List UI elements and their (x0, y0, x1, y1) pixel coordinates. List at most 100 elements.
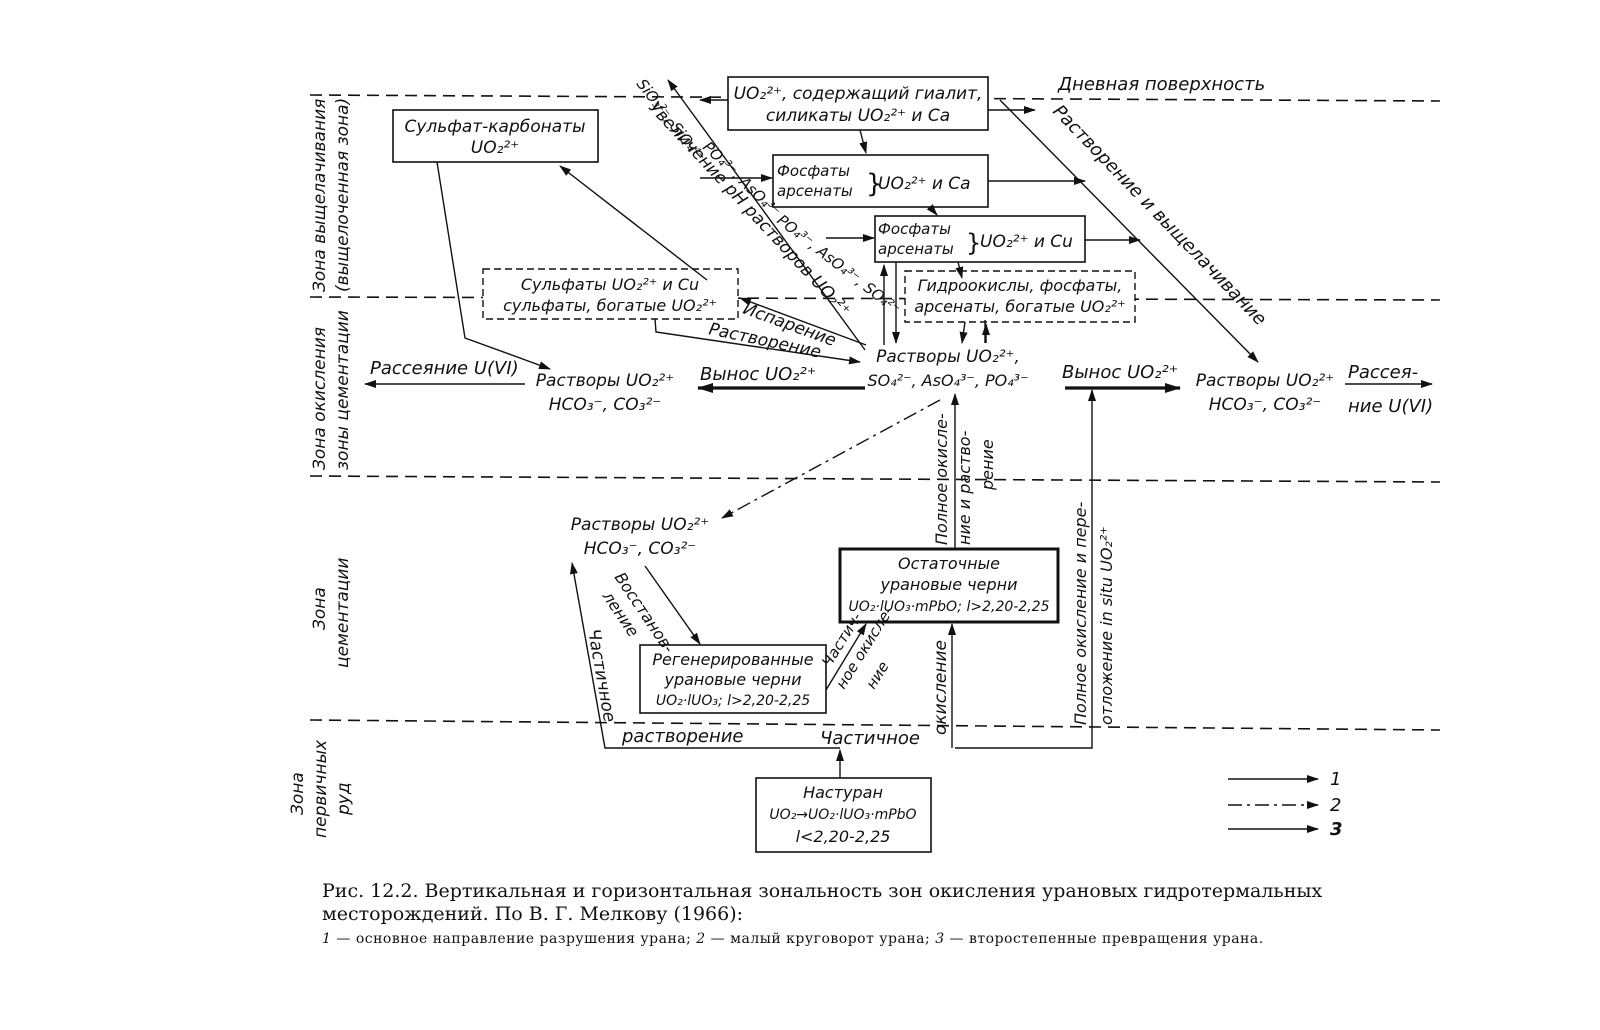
arrow-center-to-sulfates-cu (739, 297, 867, 346)
legend-label-1: 1 (1330, 769, 1341, 790)
zone-leaching-label: Зона выщелачивания (310, 99, 330, 292)
arrows (364, 79, 1433, 778)
cementation-primary-boundary (309, 719, 1441, 731)
box-regenerated-blacks: Регенерированные урановые черни UO₂·lUO₃… (639, 644, 827, 714)
label-dispersion-right-2: ние U(VI) (1348, 396, 1433, 417)
solutions-left-line-1: Растворы UO₂²⁺ (536, 371, 674, 391)
label-removal-right: Вынос UO₂²⁺ (1062, 362, 1178, 383)
label-redeposition-1: Полное окисление и пере- (1071, 501, 1090, 725)
box-sulfate-carbonates: Сульфат-карбонаты UO₂²⁺ (392, 109, 599, 163)
leaching-oxidation-boundary (309, 296, 1441, 301)
svg-text:}: } (866, 169, 883, 199)
box-sulfates-cu-line-2: сульфаты, богатые UO₂²⁺ (503, 296, 717, 315)
box-nasturan-line-2: UO₂→UO₂·lUO₃·mPbO (769, 807, 916, 823)
label-redeposition-2: отложение in situ UO₂²⁺ (1097, 526, 1116, 725)
label-dissolution-bottom: растворение (621, 726, 744, 747)
box-phosphates-ca: Фосфаты арсенаты } UO₂²⁺ и Ca (772, 154, 989, 208)
box-regenerated-blacks-line-2: урановые черни (664, 670, 802, 689)
caption-legend: 1 — основное направление разрушения уран… (322, 930, 1442, 948)
label-removal-left: Вынос UO₂²⁺ (700, 364, 816, 385)
solutions-cementation-line-1: Растворы UO₂²⁺ (571, 515, 709, 535)
caption-legend-2-text: — малый круговорот урана; (705, 931, 936, 947)
box-phosphates-cu: Фосфаты арсенаты } UO₂²⁺ и Cu (874, 215, 1086, 263)
zone-boundaries (309, 94, 1441, 731)
label-oxidation: окисление (931, 640, 951, 735)
legend: 1 2 3 (1228, 769, 1343, 840)
arrow-partial-dissolution (569, 562, 840, 749)
box-phosphates-cu-right: UO₂²⁺ и Cu (980, 232, 1073, 252)
surface-line (309, 94, 1441, 102)
box-residual-blacks-line-3: UO₂·lUO₃·mPbO; l>2,20-2,25 (849, 599, 1050, 615)
caption-legend-1-num: 1 (322, 931, 332, 947)
zone-primary-label-2: первичных (311, 739, 331, 838)
caption-legend-2-num: 2 (696, 931, 706, 947)
zone-labels: Зона выщелачивания (выщелоченная зона) З… (288, 98, 354, 838)
solutions-center: Растворы UO₂²⁺, SO₄²⁻, AsO₄³⁻, PO₄³⁻ (867, 347, 1028, 390)
arrow-partial-oxidation (825, 623, 867, 691)
box-nasturan-line-1: Настуран (803, 783, 883, 802)
label-dispersion-left: Рассеяние U(VI) (370, 358, 519, 379)
box-nasturan: Настуран UO₂→UO₂·lUO₃·mPbO l<2,20-2,25 (755, 777, 932, 853)
label-full-ox-1: Полное окисле- (932, 413, 951, 545)
arrow-dissolution-leaching (999, 99, 1259, 363)
box-sulfates-cu-line-1: Сульфаты UO₂²⁺ и Cu (521, 275, 699, 294)
zone-cementation-label-2: цементации (333, 558, 353, 668)
box-regenerated-blacks-line-1: Регенерированные (652, 650, 813, 669)
arrow-reduction (644, 565, 701, 645)
solutions-center-line-2: SO₄²⁻, AsO₄³⁻, PO₄³⁻ (867, 371, 1028, 390)
zone-leaching-sub-label: (выщелоченная зона) (333, 98, 353, 292)
box-residual-blacks: Остаточные урановые черни UO₂·lUO₃·mPbO;… (838, 547, 1060, 624)
box-hydroxides: Гидроокислы, фосфаты, арсенаты, богатые … (904, 270, 1136, 323)
zone-oxidation-sub-label: зоны цементации (333, 310, 353, 470)
label-full-ox-2: ние и раство- (955, 430, 974, 545)
caption-main: Рис. 12.2. Вертикальная и горизонтальная… (322, 880, 1323, 925)
label-dispersion-right-1: Рассея- (1348, 362, 1418, 383)
oxidation-cementation-boundary (309, 475, 1441, 483)
box-hydroxides-line-1: Гидроокислы, фосфаты, (918, 276, 1123, 295)
legend-label-2: 2 (1330, 795, 1341, 816)
solutions-right: Растворы UO₂²⁺ HCO₃⁻, CO₃²⁻ (1196, 371, 1334, 415)
box-phosphates-ca-left-2: арсенаты (777, 182, 853, 200)
label-partial-bottom: Частичное (820, 728, 920, 749)
box-hyalite-line-2: силикаты UO₂²⁺ и Ca (766, 106, 950, 126)
legend-label-3: 3 (1330, 819, 1343, 840)
box-phosphates-cu-left-2: арсенаты (878, 240, 954, 258)
solutions-left-line-2: HCO₃⁻, CO₃²⁻ (549, 395, 661, 415)
box-phosphates-ca-left-1: Фосфаты (777, 162, 850, 180)
arrow-sulfate-carbonates-to-left-solutions (436, 161, 551, 370)
zone-cementation-label-1: Зона (310, 587, 330, 630)
box-residual-blacks-line-2: урановые черни (880, 575, 1018, 594)
box-residual-blacks-line-1: Остаточные (898, 554, 1000, 573)
solutions-cementation-line-2: HCO₃⁻, CO₃²⁻ (584, 539, 696, 559)
box-phosphates-ca-right: UO₂²⁺ и Ca (878, 174, 971, 194)
uranium-zoning-diagram: Зона выщелачивания (выщелоченная зона) З… (288, 74, 1441, 853)
arrow-bottom-right-hook (955, 720, 1093, 749)
box-sulfate-carbonates-line-1: Сульфат-карбонаты (404, 117, 585, 137)
solutions-center-line-1: Растворы UO₂²⁺, (876, 347, 1020, 367)
label-partial-left: Частичное (583, 627, 619, 723)
solutions-right-line-1: Растворы UO₂²⁺ (1196, 371, 1334, 391)
arrow-hydroxides-center-1 (959, 321, 968, 344)
box-nasturan-line-3: l<2,20-2,25 (796, 827, 891, 846)
box-regenerated-blacks-line-3: UO₂·lUO₃; l>2,20-2,25 (656, 693, 810, 709)
zone-primary-label-1: Зона (288, 772, 308, 815)
svg-text:}: } (966, 229, 981, 257)
box-phosphates-cu-left-1: Фосфаты (878, 220, 951, 238)
label-full-ox-3: рение (978, 439, 997, 491)
solutions-cementation: Растворы UO₂²⁺ HCO₃⁻, CO₃²⁻ (571, 515, 709, 559)
surface-label: Дневная поверхность (1057, 74, 1265, 95)
solutions-left: Растворы UO₂²⁺ HCO₃⁻, CO₃²⁻ (536, 371, 674, 415)
box-sulfate-carbonates-line-2: UO₂²⁺ (471, 138, 519, 158)
arrow-phosphates-ca-to-cu (926, 204, 938, 216)
box-hyalite: UO₂²⁺, содержащий гиалит, силикаты UO₂²⁺… (727, 76, 989, 131)
box-hyalite-line-1: UO₂²⁺, содержащий гиалит, (734, 84, 983, 104)
caption-legend-3-num: 3 (935, 931, 945, 947)
caption-legend-3-text: — второстепенные превращения урана. (944, 931, 1264, 947)
arrow-sulfates-cu-to-center (654, 318, 861, 365)
arrow-center-to-sulfate-carbonates (559, 165, 708, 281)
box-sulfates-cu: Сульфаты UO₂²⁺ и Cu сульфаты, богатые UO… (482, 268, 739, 320)
box-hydroxides-line-2: арсенаты, богатые UO₂²⁺ (914, 297, 1125, 316)
arrow-hydroxides-center-3 (955, 261, 964, 279)
arrow-center-to-hyalite (667, 79, 866, 351)
zone-oxidation-label: Зона окисления (310, 327, 330, 470)
